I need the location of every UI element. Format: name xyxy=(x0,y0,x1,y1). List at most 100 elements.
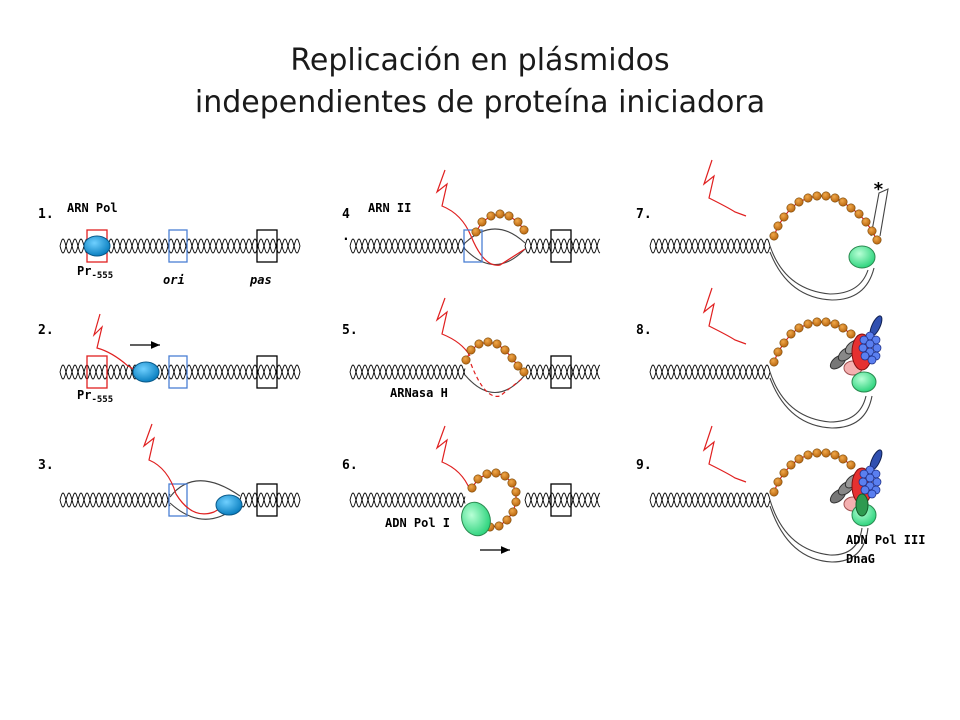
dna-helix xyxy=(649,492,771,508)
primer-bead xyxy=(466,345,476,355)
ori-box xyxy=(168,483,188,517)
panel-7: 7. * xyxy=(636,159,889,301)
primer-bead xyxy=(474,339,484,349)
panel-3: 3. xyxy=(38,423,301,520)
primer-backbone xyxy=(773,195,878,241)
clamp-bead xyxy=(872,477,882,487)
helix-strand xyxy=(524,492,601,508)
helix-strand xyxy=(59,492,171,508)
promoter-box xyxy=(86,355,108,389)
helix-strand xyxy=(524,364,601,380)
slide-title: Replicación en plásmidos independientes … xyxy=(0,40,960,124)
primer-bead xyxy=(500,471,510,481)
primer-chain xyxy=(769,191,882,245)
dna-helix xyxy=(649,238,771,254)
primer-bead xyxy=(473,474,483,484)
rna-polymerase xyxy=(83,235,111,257)
dna-helix xyxy=(524,238,601,254)
dna-pol-i xyxy=(848,245,876,269)
primer-bead xyxy=(513,217,523,227)
helix-strand xyxy=(524,238,601,254)
primer-bead xyxy=(502,515,512,525)
pas-box xyxy=(550,483,572,517)
arn-pol-label: ARN Pol xyxy=(67,201,118,215)
primer-chain xyxy=(769,448,856,497)
ori-box xyxy=(168,355,188,389)
clamp-bead xyxy=(865,473,875,483)
displaced-strand xyxy=(870,188,889,237)
primer-bead xyxy=(461,355,471,365)
panel-2: 2. Pr-555 xyxy=(38,313,301,405)
dnag-label: DnaG xyxy=(846,552,875,566)
dna-strand-top xyxy=(464,228,526,244)
primer-bead xyxy=(830,450,840,460)
primer-chain xyxy=(461,337,529,377)
clamp-bead xyxy=(858,343,868,353)
primer-bead xyxy=(769,487,779,497)
ori-label: ori xyxy=(163,273,185,287)
primer-bead xyxy=(477,217,487,227)
rna-ii-transcript xyxy=(702,425,747,483)
step-number: 1. xyxy=(38,207,54,222)
helix-strand xyxy=(239,492,301,508)
rna-polymerase xyxy=(132,361,160,383)
helix-strand xyxy=(349,364,466,380)
primer-bead xyxy=(495,209,505,219)
pas-box xyxy=(256,355,278,389)
dnag-primase xyxy=(855,493,869,517)
primer-bead xyxy=(519,225,529,235)
primer-bead xyxy=(786,460,796,470)
panel-5: 5. ARNasa H xyxy=(342,297,601,400)
primer-bead xyxy=(483,337,493,347)
step-number: 9. xyxy=(636,458,652,473)
rna-ii-transcript xyxy=(435,297,471,357)
replisome-complex xyxy=(829,449,883,527)
clamp-bead xyxy=(867,355,877,365)
helix-strand xyxy=(59,364,301,380)
primer-bead xyxy=(821,191,831,201)
primer-bead xyxy=(494,521,504,531)
helix-strand xyxy=(349,238,466,254)
primer-bead xyxy=(786,329,796,339)
primer-bead xyxy=(794,454,804,464)
primer-bead xyxy=(779,338,789,348)
primer-bead xyxy=(854,209,864,219)
step-number: 5. xyxy=(342,323,358,338)
promoter-label: Pr-555 xyxy=(77,264,113,281)
primer-bead xyxy=(769,357,779,367)
primer-bead xyxy=(508,507,518,517)
primer-bead xyxy=(519,367,529,377)
primer-bead xyxy=(812,317,822,327)
primer-bead xyxy=(830,319,840,329)
title-line-1: Replicación en plásmidos xyxy=(290,43,670,78)
primer-bead xyxy=(803,450,813,460)
primer-chain xyxy=(471,209,529,237)
clamp-bead xyxy=(860,351,870,361)
primer-bead xyxy=(471,227,481,237)
dna-helix xyxy=(524,364,601,380)
step-number: 7. xyxy=(636,207,652,222)
rna-ii-transcript xyxy=(702,287,747,345)
primer-chain xyxy=(467,468,521,532)
helix-strand xyxy=(524,238,601,254)
title-line-2: independientes de proteína iniciadora xyxy=(194,85,766,120)
pol-iii-clamp xyxy=(858,465,882,499)
primer-bead xyxy=(812,448,822,458)
arn-ii-label: ARN II xyxy=(368,201,411,215)
step-number: 3. xyxy=(38,458,54,473)
pas-box xyxy=(550,355,572,389)
primer-bead xyxy=(500,345,510,355)
replisome-complex xyxy=(829,315,883,393)
clamp-bead xyxy=(858,477,868,487)
primer-bead xyxy=(812,191,822,201)
primer-bead xyxy=(821,448,831,458)
primer-bead xyxy=(492,339,502,349)
primer-bead xyxy=(491,468,501,478)
dna-pol-i xyxy=(851,371,877,393)
asterisk-mark: * xyxy=(873,179,884,200)
dna-helix xyxy=(59,364,301,380)
pas-box xyxy=(550,229,572,263)
clamp-bead xyxy=(872,343,882,353)
pas-label: pas xyxy=(249,273,272,287)
